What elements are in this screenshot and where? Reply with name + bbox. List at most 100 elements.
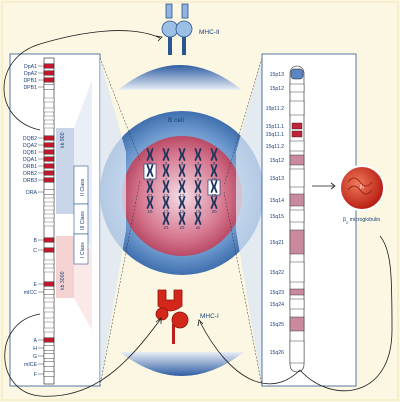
gene-band	[43, 163, 55, 169]
chromosome-pair	[194, 148, 202, 161]
right-zoom-band	[236, 58, 262, 386]
mhc-ii-molecule	[161, 3, 193, 55]
chromosome-number: 4	[197, 161, 200, 166]
centromere-band	[291, 130, 303, 138]
chromosome-pair	[210, 148, 218, 161]
chromosome-pair	[178, 212, 186, 225]
gene-band	[43, 337, 55, 343]
gene-band	[43, 289, 55, 295]
chromosome-number: 2	[165, 161, 168, 166]
chromosome-pair	[162, 148, 170, 161]
gene-band	[43, 123, 55, 129]
gene-band	[43, 135, 55, 141]
chromosome-band	[289, 340, 305, 364]
b2m-inner-label: β₂	[360, 184, 365, 189]
gene-band	[43, 247, 55, 253]
chromosome-band	[289, 168, 305, 188]
gene-label: B	[34, 238, 38, 244]
gene-band	[43, 317, 55, 323]
gene-band	[43, 84, 55, 90]
chromosome-band	[289, 83, 305, 93]
band-label: 15q13	[270, 176, 285, 182]
chromosome-pair	[178, 196, 186, 209]
band-label: 15q11.1	[266, 132, 284, 138]
gene-band	[43, 361, 55, 367]
mhc-i-molecule	[155, 289, 189, 344]
gene-label: C	[33, 248, 37, 254]
class-ii-label: II Class	[80, 178, 86, 196]
chromosome-number: 16	[147, 209, 153, 214]
band-label: 15q11.2	[266, 144, 284, 150]
chromosome-pair	[194, 180, 202, 193]
band-label: 15p12	[270, 86, 285, 92]
chromosome-number: 8	[181, 177, 184, 182]
band-label: 15p11.1	[266, 124, 284, 130]
chromosome-pair	[146, 180, 154, 193]
band-label: 15p11.2	[266, 106, 284, 112]
band-label: 15q15	[270, 214, 285, 220]
chromosome-pair	[210, 196, 218, 209]
class-iii-label: III Class	[80, 211, 86, 230]
chromosome-pair	[146, 196, 154, 209]
gene-band	[43, 142, 55, 148]
chromosome-number: 14	[195, 193, 201, 198]
class-i-box	[73, 233, 89, 265]
chromosome-band	[289, 193, 305, 207]
gene-label: H	[33, 346, 37, 352]
bottom-cell-membrane	[120, 352, 244, 376]
chromosome-number: 21	[163, 225, 169, 230]
kb-900-label: kb 900	[60, 132, 66, 148]
centromere-band	[291, 122, 303, 130]
b2-microglobulin	[339, 165, 385, 211]
mhc-ii-label: MHC-II	[199, 29, 220, 36]
gene-band	[43, 77, 55, 83]
gene-label: DQA2	[23, 143, 37, 149]
chromosome-pair	[178, 180, 186, 193]
class-ii-path-arrow	[3, 30, 161, 131]
chromosome-number: 1	[149, 161, 152, 166]
gene-band	[43, 221, 55, 227]
class-i-label: I Class	[80, 242, 86, 258]
mhc-i-label: MHC-I	[200, 313, 219, 320]
gene-label: mICE	[24, 362, 38, 368]
band-label: 15q21	[270, 240, 285, 246]
gene-label: DQB1	[23, 150, 37, 156]
gene-band	[43, 97, 55, 103]
gene-band	[43, 327, 55, 333]
gene-band	[43, 70, 55, 76]
chromosome-pair	[146, 148, 154, 161]
chromosome-number: 6	[149, 177, 152, 182]
chromosome-band	[289, 229, 305, 255]
chromosome-number: 11	[148, 193, 153, 198]
gene-label: G	[33, 354, 37, 360]
gene-band	[43, 189, 55, 195]
gene-label: DRB2	[23, 171, 37, 177]
chromosome-pair	[210, 180, 218, 193]
chromosome-band	[289, 140, 305, 152]
gene-band	[43, 281, 55, 287]
b2m-path-arrow	[199, 321, 301, 385]
gene-band	[43, 170, 55, 176]
chromosome-number: 10	[211, 177, 217, 182]
chromosome-band	[289, 261, 305, 283]
chromosome-pair	[194, 196, 202, 209]
hla-gene-ladder	[43, 57, 55, 385]
chromosome-pair	[162, 196, 170, 209]
class-ii-shade	[56, 128, 74, 214]
class-i-shade	[56, 236, 74, 298]
chromosome-band	[290, 68, 304, 80]
gene-band	[43, 205, 55, 211]
gene-band	[43, 149, 55, 155]
chromosome-pair	[194, 164, 202, 177]
gene-label: DpA2	[24, 71, 37, 77]
chromosome-band	[289, 298, 305, 310]
gene-label: DPB1	[23, 85, 37, 91]
gene-band	[43, 353, 55, 359]
chromosome-pair	[178, 164, 186, 177]
band-label: 15q24	[270, 302, 285, 308]
chromosome-band	[289, 209, 305, 223]
chromosome-band	[289, 100, 305, 116]
gene-band	[43, 307, 55, 313]
